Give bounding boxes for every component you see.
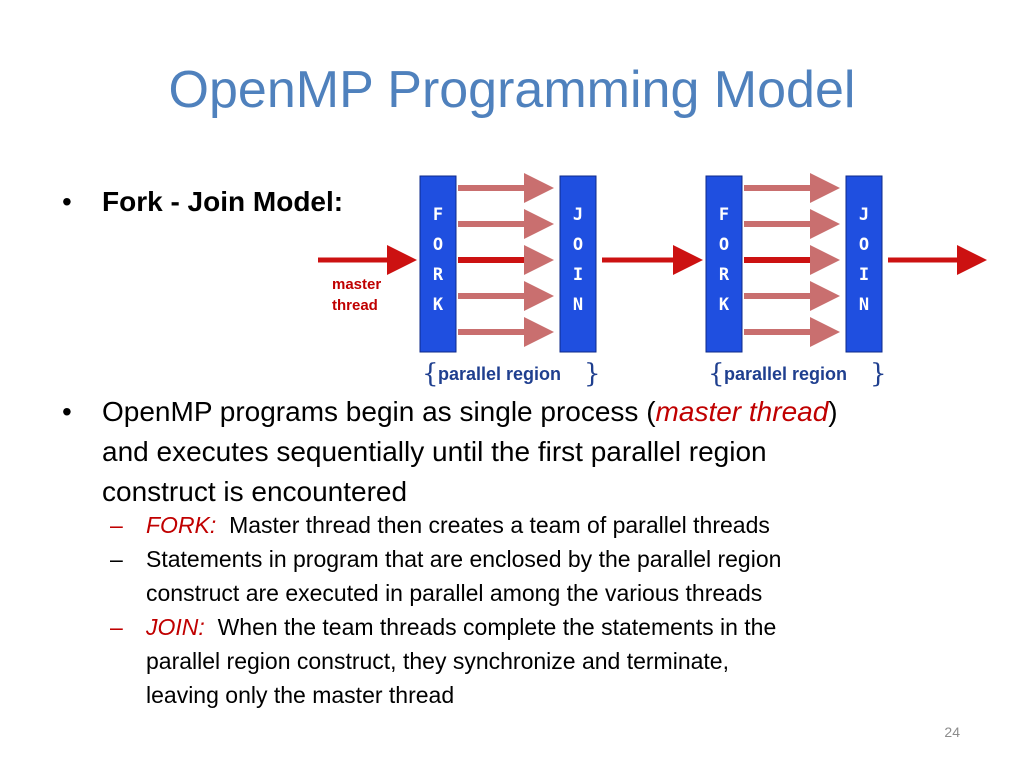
- bullet-text: OpenMP programs begin as single process …: [102, 392, 838, 512]
- fork-box-1: [419, 175, 457, 353]
- text-run: ): [828, 396, 838, 427]
- text-run: OpenMP programs begin as single process …: [102, 396, 656, 427]
- brace-close: }: [870, 359, 887, 389]
- fork-letter: F: [433, 205, 443, 225]
- thread-arrows-1: [458, 173, 554, 347]
- join-letter: I: [859, 265, 869, 285]
- dash-marker: –: [110, 546, 123, 572]
- bullet-line-2: and executes sequentially until the firs…: [102, 436, 767, 467]
- sub-line-3: leaving only the master thread: [146, 682, 455, 708]
- bullet-line-1: OpenMP programs begin as single process …: [102, 392, 838, 432]
- brace-open: {: [708, 359, 725, 389]
- text-run: Master thread then creates a team of par…: [229, 512, 770, 538]
- bullet-dot: •: [62, 186, 72, 217]
- fork-letter: O: [719, 235, 729, 255]
- fork-letter: O: [433, 235, 443, 255]
- master-label-line1: master: [332, 276, 381, 293]
- bullet-text: Fork - Join Model:: [102, 186, 344, 217]
- join-letter: N: [573, 295, 583, 315]
- parallel-region-label-1: parallel region: [438, 364, 561, 384]
- fork-label: FORK:: [146, 512, 217, 538]
- sub-line-1: JOIN: When the team threads complete the…: [146, 610, 776, 644]
- bullet-line-3: construct is encountered: [102, 476, 408, 507]
- brace-close: }: [584, 359, 601, 389]
- dash-marker: –: [110, 512, 123, 538]
- master-label-line2: thread: [332, 297, 378, 314]
- join-letter: O: [573, 235, 583, 255]
- sub-bullet-text: FORK: Master thread then creates a team …: [146, 508, 770, 542]
- bullet-dot: •: [62, 396, 72, 427]
- master-thread-emphasis: master thread: [655, 396, 829, 427]
- fork-box-2: [705, 175, 743, 353]
- fork-letter: R: [719, 265, 730, 285]
- join-label: JOIN:: [146, 614, 205, 640]
- text-run: When the team threads complete the state…: [217, 614, 777, 640]
- fork-letter: K: [433, 295, 444, 315]
- parallel-region-label-2: parallel region: [724, 364, 847, 384]
- dash-marker: –: [110, 614, 123, 640]
- join-letter: N: [859, 295, 869, 315]
- sub-bullet-text: JOIN: When the team threads complete the…: [146, 610, 776, 712]
- sub-line-1: Statements in program that are enclosed …: [146, 546, 782, 572]
- join-box-2: [845, 175, 883, 353]
- page-number: 24: [944, 724, 960, 740]
- fork-join-diagram: master thread F O R K J O I N F O R K J …: [318, 173, 987, 389]
- brace-open: {: [422, 359, 439, 389]
- fork-letter: F: [719, 205, 729, 225]
- sub-line-2: parallel region construct, they synchron…: [146, 648, 729, 674]
- join-letter: J: [859, 205, 869, 225]
- fork-letter: K: [719, 295, 730, 315]
- sub-bullet-text: Statements in program that are enclosed …: [146, 542, 781, 610]
- fork-letter: R: [433, 265, 444, 285]
- join-letter: O: [859, 235, 869, 255]
- join-box-1: [559, 175, 597, 353]
- join-letter: J: [573, 205, 583, 225]
- join-letter: I: [573, 265, 583, 285]
- slide-title: OpenMP Programming Model: [168, 61, 856, 119]
- thread-arrows-2: [744, 173, 840, 347]
- sub-line-2: construct are executed in parallel among…: [146, 580, 763, 606]
